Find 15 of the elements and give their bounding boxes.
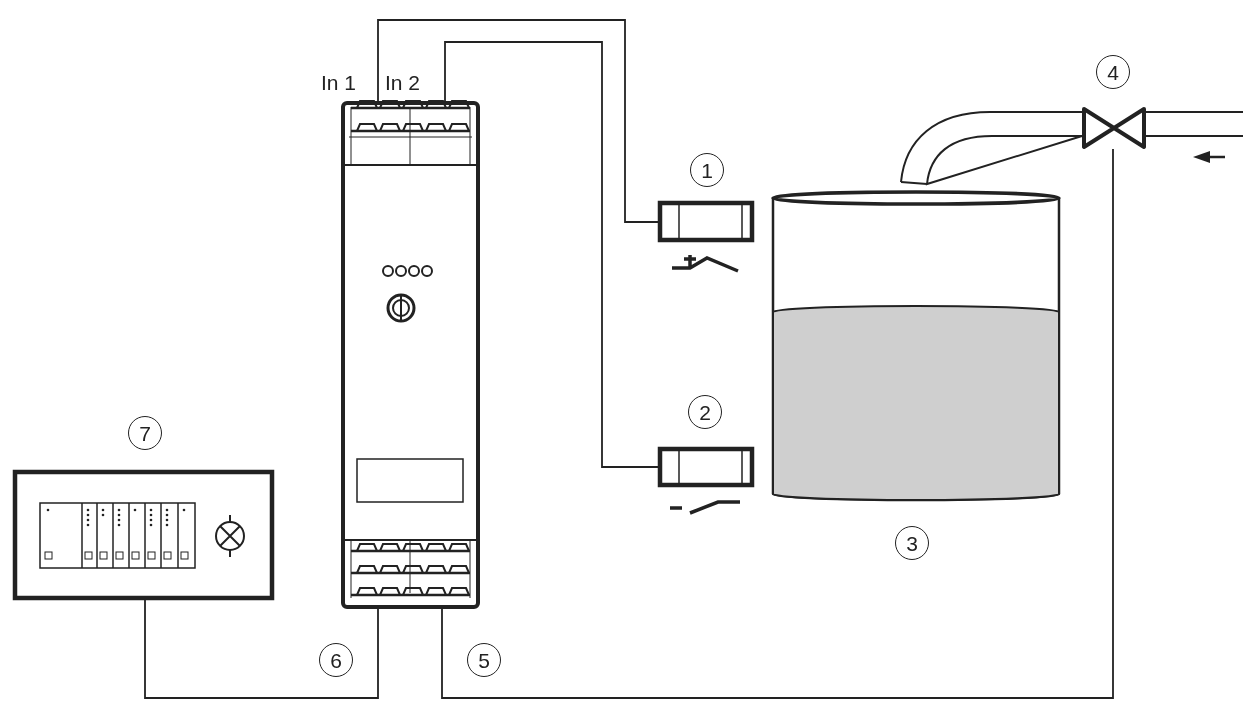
callout-number: 7 [128, 416, 162, 450]
callout-number: 1 [690, 153, 724, 187]
callout-number: 2 [688, 395, 722, 429]
valve-symbol [1082, 107, 1146, 149]
wire [441, 148, 1114, 699]
terminal-label: In 2 [385, 72, 421, 93]
callout-number: 4 [1096, 55, 1130, 89]
tank [773, 190, 1059, 502]
callout-number: 3 [895, 526, 929, 560]
terminal-label: In 1 [321, 72, 357, 93]
callout-number: 6 [319, 643, 353, 677]
controller-module [343, 103, 478, 607]
sensor-box [660, 449, 752, 515]
control-cabinet [15, 472, 272, 598]
callout-number: 5 [467, 643, 501, 677]
